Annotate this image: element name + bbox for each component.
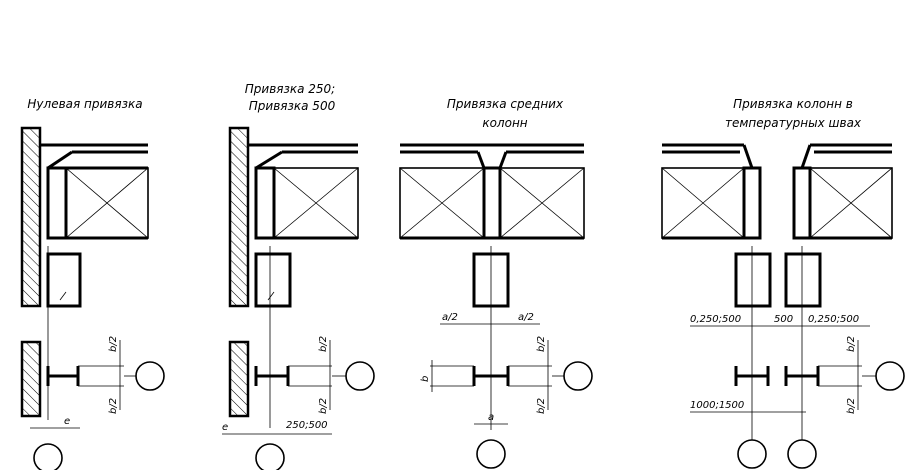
dim-a-half-left: a/2 <box>442 312 458 323</box>
caption-joint-line2: температурных швах <box>725 116 862 130</box>
detail-joint-section <box>661 143 893 440</box>
axis-marker <box>135 361 165 391</box>
dim-b-half-bottom: b/2 <box>846 398 857 414</box>
dim-e: e <box>222 422 228 433</box>
caption-middle-line2: колонн <box>482 116 527 130</box>
caption-zero-binding: Нулевая привязка <box>27 97 142 111</box>
dim-b-half-bottom: b/2 <box>536 398 547 414</box>
dim-offset-0-250-500-right: 0,250;500 <box>808 314 859 325</box>
dim-offset-0-250-500-left: 0,250;500 <box>690 314 741 325</box>
axis-marker-bottom-left <box>737 439 767 469</box>
dim-b-half-top: b/2 <box>108 336 119 352</box>
detail-joint-plan: 0,250;500 500 0,250;500 b/2 b/2 1000;150… <box>690 314 905 469</box>
dim-gap-500: 500 <box>774 314 793 325</box>
axis-marker <box>875 361 905 391</box>
caption-middle-line1: Привязка средних <box>447 97 564 111</box>
dim-b-half-bottom: b/2 <box>318 398 329 414</box>
axis-marker <box>345 361 375 391</box>
detail-zero-binding-plan: b/2 b/2 e <box>20 336 165 470</box>
dim-offset-250-500: 250;500 <box>286 420 328 431</box>
dim-b-half-top: b/2 <box>536 336 547 352</box>
truss-panel <box>65 167 149 239</box>
detail-middle-plan: a/2 a/2 b b/2 b/2 a <box>420 312 593 469</box>
dim-spacing-1000-1500: 1000;1500 <box>690 400 744 411</box>
column-base <box>46 252 82 308</box>
caption-binding-250-line1: Привязка 250; <box>245 82 335 96</box>
dim-a-half-right: a/2 <box>518 312 534 323</box>
wall-section <box>20 126 42 308</box>
axis-marker <box>563 361 593 391</box>
axis-marker-bottom <box>255 443 285 470</box>
dim-b-half-top: b/2 <box>846 336 857 352</box>
dim-e: e <box>64 416 70 427</box>
axis-marker-bottom <box>33 443 63 470</box>
caption-binding-500-line2: Привязка 500 <box>249 99 336 113</box>
dim-b-half-top: b/2 <box>318 336 329 352</box>
detail-binding-250-plan: b/2 b/2 e 250;500 <box>222 336 375 470</box>
dim-a: a <box>488 412 494 423</box>
detail-binding-250-section <box>228 126 359 428</box>
axis-marker-bottom-right <box>787 439 817 469</box>
detail-middle-section <box>399 143 585 430</box>
dim-b-half-bottom: b/2 <box>108 398 119 414</box>
caption-joint-line1: Привязка колонн в <box>733 97 853 111</box>
detail-zero-binding-section <box>20 126 149 420</box>
axis-marker-bottom <box>476 439 506 469</box>
dim-b-width: b <box>420 376 431 382</box>
